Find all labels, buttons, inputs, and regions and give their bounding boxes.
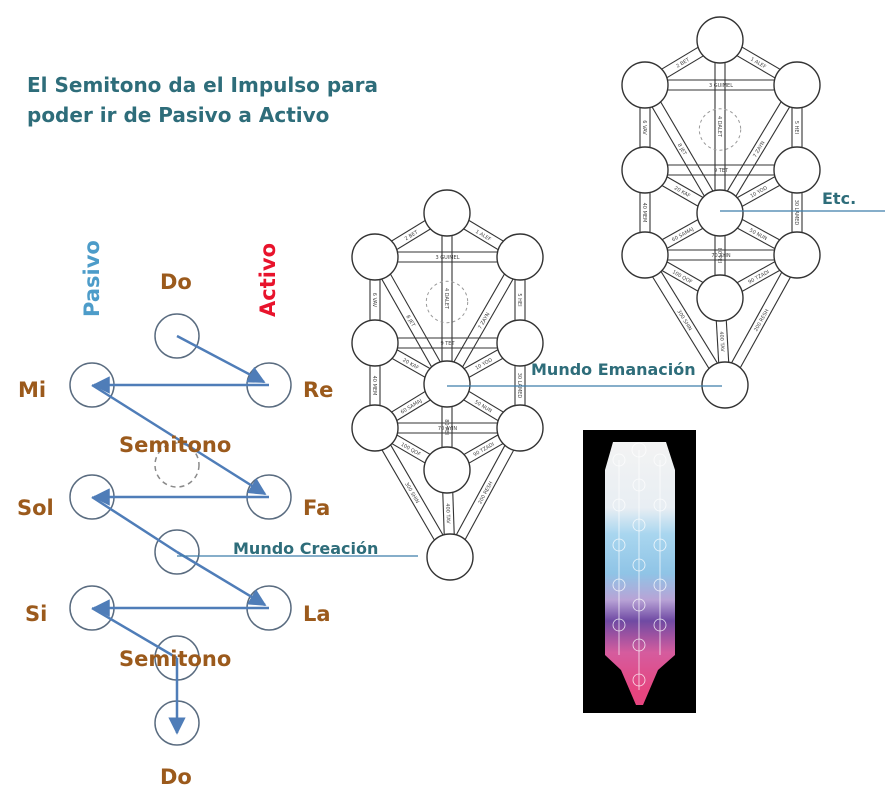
arrow-si-semitono	[91, 606, 178, 660]
tree-path-label: 4 DALET	[716, 116, 722, 138]
note-circle-semitono-1	[154, 442, 200, 488]
tree-path-edge	[445, 425, 517, 555]
tree-path-label: 9 TET	[440, 341, 455, 347]
sefira-circle	[621, 61, 669, 109]
note-mi: Mi	[18, 378, 46, 402]
note-do-top: Do	[160, 270, 192, 294]
octave-diagram: Pasivo Activo Do Re Mi Semitono Fa Sol L…	[17, 240, 333, 789]
label-mundo-creacion: Mundo Creación	[233, 539, 378, 558]
tree-path-label: 40 MEM	[371, 376, 377, 396]
tree-path-edge	[640, 87, 717, 216]
tree-path-edge	[450, 259, 525, 387]
tree-path-edge	[370, 259, 444, 387]
tree-path-label: 8 JET	[676, 143, 688, 158]
note-semitono-2: Semitono	[119, 647, 231, 671]
tree-path-edge	[715, 82, 794, 211]
note-la: La	[303, 602, 331, 626]
note-re: Re	[303, 378, 333, 402]
tree-path-edge	[648, 252, 730, 383]
tree-path-label: 5 HEI	[516, 293, 522, 306]
note-fa: Fa	[303, 496, 330, 520]
sefira-circle	[773, 146, 821, 194]
title: El Semitono da el Impulso para poder ir …	[27, 70, 387, 130]
title-line-2: poder ir de Pasivo a Activo	[27, 103, 330, 127]
note-semitono-1: Semitono	[119, 433, 231, 457]
tree-path-label: 40 MEM	[641, 203, 647, 223]
arrow-center-la	[176, 550, 267, 607]
sefira-circle	[701, 361, 749, 409]
tree-path-label: 6 VAV	[371, 293, 377, 308]
arrow-sol-center	[91, 495, 178, 554]
daat-circle	[425, 280, 469, 324]
tree-path-label: 70 AYIN	[438, 426, 458, 432]
tree-path-edge	[728, 257, 802, 388]
sefira-circle	[423, 360, 471, 408]
note-sol: Sol	[17, 496, 54, 520]
sefira-circle	[773, 61, 821, 109]
sefira-circle	[773, 231, 821, 279]
tree-path-edge	[442, 254, 517, 382]
tree-path-label: 8 JET	[404, 314, 416, 329]
tree-path-label: 9 TET	[714, 168, 729, 174]
arrow-mi-fa	[91, 383, 267, 496]
sefira-circle	[426, 533, 474, 581]
sefira-circle	[423, 189, 471, 237]
tree-path-edge	[453, 430, 525, 560]
tree-path-label: 400 TAV	[444, 503, 451, 524]
sefira-circle	[621, 146, 669, 194]
tree-path-label: 3 GUIMEL	[435, 255, 459, 261]
tree-path-label: 30 LAMED	[793, 200, 799, 226]
tree-path-edge	[370, 430, 447, 560]
note-do-bottom: Do	[160, 765, 192, 789]
tree-path-label: 80 PEI	[443, 419, 449, 435]
tree-path-edge	[648, 82, 725, 211]
sefira-circle	[351, 404, 399, 452]
tree-path-label: 4 DALET	[443, 288, 449, 310]
tree-path-label: 70 AYIN	[711, 253, 731, 259]
tree-path-edge	[720, 252, 794, 383]
sefira-circle	[496, 319, 544, 367]
label-activo: Activo	[256, 243, 280, 317]
sefira-circle	[351, 233, 399, 281]
sefira-circle	[696, 16, 744, 64]
tree-path-label: 400 TAV	[718, 331, 725, 352]
sefira-circle	[696, 274, 744, 322]
tree-path-edge	[378, 425, 455, 555]
tree-path-label: 5 HEI	[793, 121, 799, 134]
sefira-circle	[496, 233, 544, 281]
tree-path-edge	[378, 254, 452, 382]
colored-tree-drawing	[605, 442, 675, 705]
colored-tree-image	[583, 430, 696, 713]
sefira-circle	[423, 446, 471, 494]
tree-path-label: 3 GUIMEL	[709, 83, 733, 89]
tree-path-label: 6 VAV	[641, 120, 647, 135]
arrow-do-re	[176, 334, 266, 384]
daat-circle	[698, 108, 742, 151]
tree-path-edge	[723, 87, 802, 216]
tree-path-label: 80 PEI	[716, 248, 722, 264]
tree-path-edge	[640, 257, 722, 388]
sefira-circle	[621, 231, 669, 279]
note-si: Si	[25, 602, 47, 626]
label-etc: Etc.	[822, 189, 856, 208]
sefira-circle	[496, 404, 544, 452]
title-line-1: El Semitono da el Impulso para	[27, 73, 379, 97]
sefira-circle	[351, 319, 399, 367]
sefira-circle	[696, 189, 744, 237]
label-pasivo: Pasivo	[80, 240, 104, 317]
label-mundo-emanacion: Mundo Emanación	[531, 360, 696, 379]
